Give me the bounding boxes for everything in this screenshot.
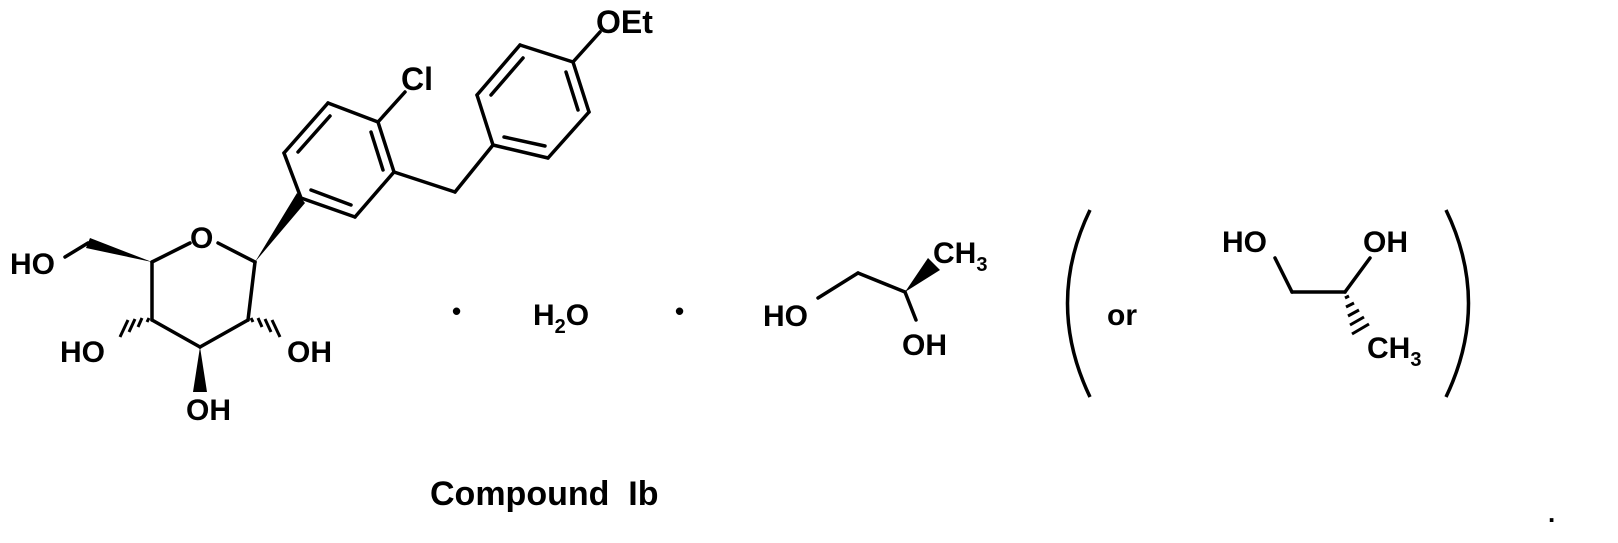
wedge-bond [86, 238, 152, 262]
propanediol-s-ho: HO [763, 300, 808, 333]
right-parenthesis [1446, 210, 1469, 397]
chlorine-label: Cl [401, 61, 433, 97]
ethoxy-label: OEt [596, 4, 653, 40]
hashed-bond [120, 318, 149, 337]
hashed-bond [251, 318, 280, 337]
separator-dot: • [452, 296, 461, 326]
c3-hydroxyl-label: OH [186, 394, 231, 427]
hashed-bond [1345, 296, 1369, 334]
propanediol-s [818, 258, 940, 320]
c2-hydroxyl-label: OH [287, 336, 332, 369]
propanediol-r-ch3: CH3 [1367, 332, 1421, 371]
wedge-bond [193, 347, 207, 392]
ring-oxygen-label: O [190, 222, 213, 255]
trailing-period: . [1548, 498, 1555, 528]
compound-caption: Compound Ib [430, 475, 659, 513]
wedge-bond [255, 193, 305, 262]
chlorophenyl-ring [284, 92, 493, 217]
separator-dot: • [675, 296, 684, 326]
hydroxymethyl-label: HO [10, 248, 55, 281]
c4-hydroxyl-label: HO [60, 336, 105, 369]
water-label: H2O [533, 299, 589, 338]
left-parenthesis [1068, 210, 1091, 397]
propanediol-r [1275, 258, 1370, 334]
propanediol-r-oh: OH [1363, 226, 1408, 259]
or-label: or [1107, 299, 1137, 332]
propanediol-s-oh: OH [902, 329, 947, 362]
ethoxyphenyl-ring [477, 32, 600, 158]
propanediol-r-ho: HO [1222, 226, 1267, 259]
propanediol-s-ch3: CH3 [933, 237, 987, 276]
